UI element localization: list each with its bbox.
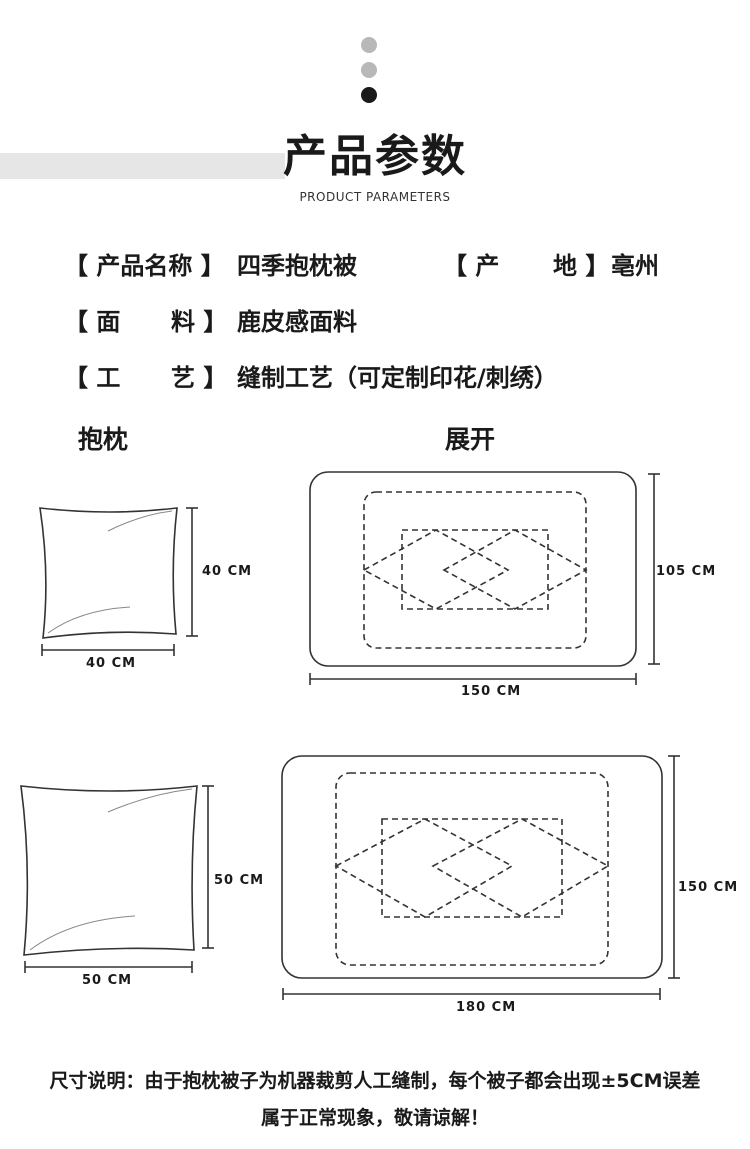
size-note-line-2: 属于正常现象，敬请谅解！	[260, 1107, 489, 1129]
small-quilt-center-dashed	[401, 529, 549, 610]
param-craft-label-open: 【 工	[64, 364, 121, 392]
title-accent-band	[0, 153, 285, 179]
small-pillow-crease-bottom	[47, 606, 131, 634]
large-quilt-width-line	[282, 988, 661, 1000]
small-pillow-height-label: 40 CM	[202, 564, 253, 579]
large-quilt-inner-dashed	[335, 772, 609, 966]
param-fabric-label-close: 料 】	[171, 308, 228, 336]
large-pillow-width-line	[24, 961, 193, 973]
large-quilt-width-label: 180 CM	[456, 1000, 517, 1015]
small-quilt-inner-dashed	[363, 491, 587, 649]
param-craft-label-close: 艺 】	[171, 364, 228, 392]
large-quilt-center-dashed	[381, 818, 563, 918]
param-origin-value: 亳州	[611, 252, 659, 280]
deco-dot-2	[361, 62, 377, 78]
large-quilt-outline	[281, 755, 663, 979]
page-subtitle: PRODUCT PARAMETERS	[299, 190, 451, 204]
param-craft-value: 缝制工艺（可定制印花/刺绣）	[237, 364, 558, 392]
small-quilt-diamond-2	[442, 529, 588, 610]
small-quilt-width-line	[309, 673, 637, 685]
section-pillow-heading: 抱枕	[78, 425, 129, 454]
param-origin-label-open: 【 产	[443, 252, 500, 280]
deco-dot-1	[361, 37, 377, 53]
param-origin-label-close: 地 】	[553, 252, 610, 280]
small-quilt-outline	[309, 471, 637, 667]
small-quilt-width-label: 150 CM	[461, 684, 522, 699]
large-quilt-height-label: 150 CM	[678, 880, 739, 895]
large-pillow-outline	[20, 785, 198, 956]
size-note-line-1: 尺寸说明：由于抱枕被子为机器裁剪人工缝制，每个被子都会出现±5CM误差	[49, 1070, 701, 1092]
large-quilt-diamond-1	[334, 818, 514, 918]
section-unfolded-heading: 展开	[445, 425, 496, 454]
large-pillow-crease-top	[107, 788, 193, 813]
param-name-value: 四季抱枕被	[237, 252, 357, 280]
param-name-label: 【 产品名称 】	[64, 252, 225, 280]
large-quilt-height-line	[668, 755, 680, 979]
param-fabric-label-open: 【 面	[64, 308, 121, 336]
small-pillow-crease-top	[107, 510, 173, 532]
small-quilt-height-label: 105 CM	[656, 564, 717, 579]
small-quilt-height-line	[648, 473, 660, 665]
deco-dot-3	[361, 87, 377, 103]
param-fabric-value: 鹿皮感面料	[237, 308, 357, 336]
small-pillow-width-label: 40 CM	[86, 656, 137, 671]
small-pillow-width-line	[41, 644, 175, 656]
large-quilt-diamond-2	[431, 818, 610, 918]
small-quilt-diamond-1	[362, 529, 510, 610]
small-pillow-outline	[39, 507, 178, 639]
large-pillow-crease-bottom	[29, 915, 136, 951]
large-pillow-height-label: 50 CM	[214, 873, 265, 888]
small-pillow-height-line	[186, 507, 198, 637]
page-title: 产品参数	[283, 131, 467, 182]
large-pillow-width-label: 50 CM	[82, 973, 133, 988]
large-pillow-height-line	[202, 785, 214, 949]
